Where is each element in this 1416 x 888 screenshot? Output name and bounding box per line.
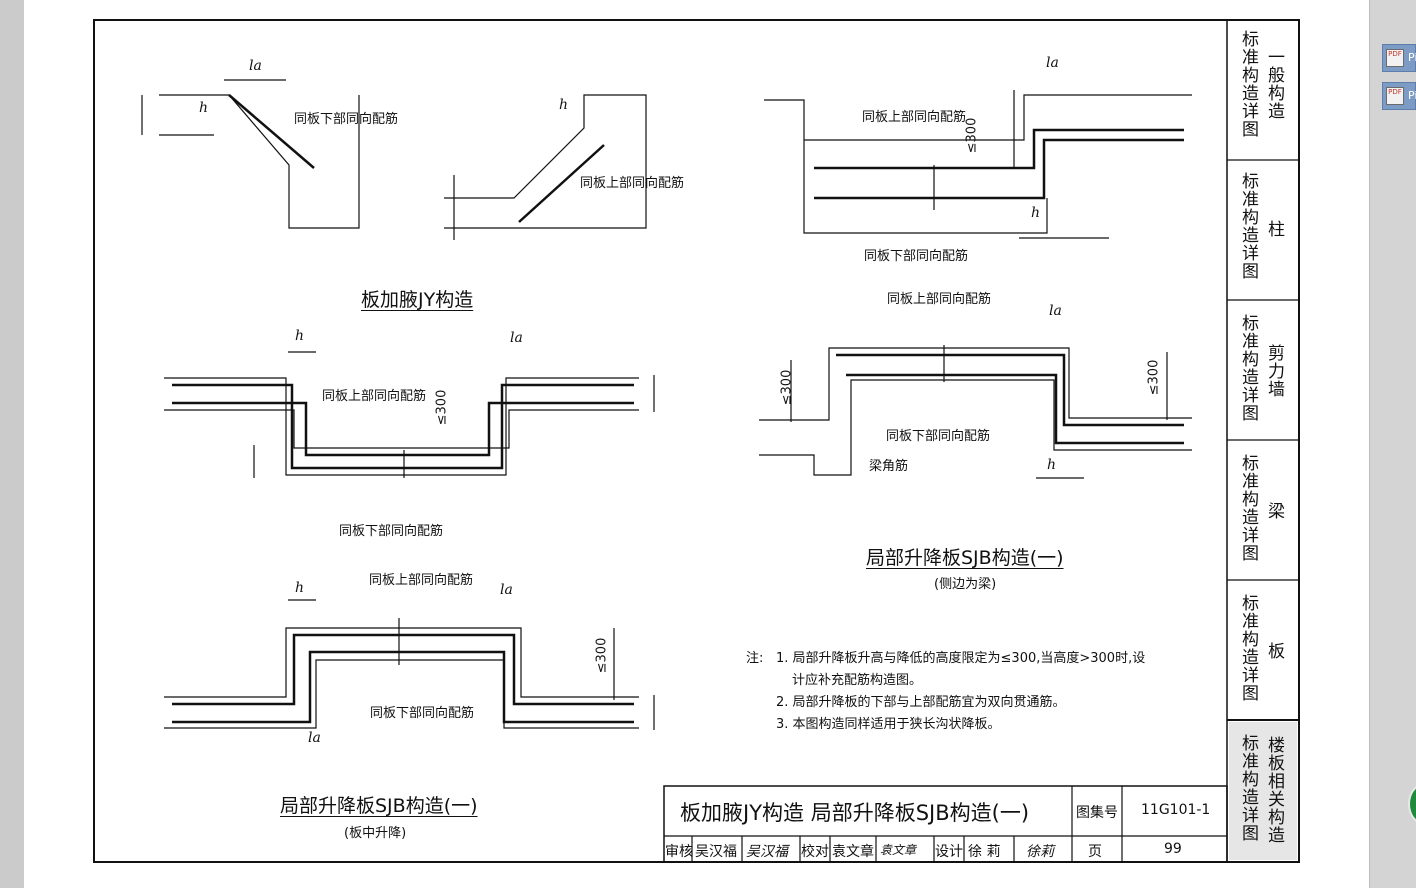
side-tab-general-b: 一般构造 [1264,48,1284,120]
checker-name: 袁文章 [832,844,874,860]
document-page: 同板下部同向配筋 同板上部同向配筋 h la h 板加腋JY构造 同板上部同向配… [24,0,1369,888]
label-beam-corner-bar: 梁角筋 [869,459,909,474]
pdf-file-icon: PDF [1386,87,1404,105]
reviewer-signature: 吴汉福 [746,844,788,860]
side-tab-shearwall-a: 标准构造详图 [1238,314,1258,422]
caption-haunch: 板加腋JY构造 [361,289,474,311]
limit-300: ≤300 [594,637,610,674]
label-rise-top-bar: 同板上部同向配筋 [369,573,474,588]
symbol-h: h [295,580,305,596]
symbol-h: h [1031,205,1041,221]
label-rise-bottom-bar: 同板下部同向配筋 [370,706,475,721]
page-number: 99 [1164,841,1182,857]
review-label: 审核 [665,844,693,860]
symbol-h: h [295,328,305,344]
side-tab-beam-b: 梁 [1264,502,1284,520]
symbol-la: la [1046,55,1059,71]
label-drop-top-bar: 同板上部同向配筋 [862,110,967,125]
label-drop-bottom-bar: 同板下部同向配筋 [864,249,969,264]
symbol-la: la [308,730,321,746]
rail-item-label: Pi [1408,89,1416,102]
drawing-linework [93,19,1300,863]
limit-300: ≤300 [434,389,450,426]
note-1-cont: 计应补充配筋构造图。 [792,673,923,688]
rail-item-label: Pi [1408,51,1416,64]
limit-300: ≤300 [964,117,980,154]
symbol-h: h [1047,457,1057,473]
notes-prefix: 注: [746,651,764,666]
symbol-h: h [559,97,569,113]
rail-item-2[interactable]: PDF Pi [1382,82,1416,110]
limit-300: ≤300 [779,369,795,406]
atlas-number: 11G101-1 [1141,802,1211,818]
label-haunch-bottom-bar: 同板下部同向配筋 [294,112,399,127]
check-label: 校对 [801,844,829,860]
label-beam-bottom-bar: 同板下部同向配筋 [886,429,991,444]
symbol-la: la [500,582,513,598]
label-dip-top-bar: 同板上部同向配筋 [322,389,427,404]
symbol-la: la [249,58,262,74]
note-1: 1. 局部升降板升高与降低的高度限定为≤300,当高度>300时,设 [776,651,1146,666]
side-tab-column-a: 标准构造详图 [1238,172,1258,280]
caption-sjb-beam: 局部升降板SJB构造(一) [866,547,1064,569]
note-2: 2. 局部升降板的下部与上部配筋宜为双向贯通筋。 [776,695,1066,710]
pdf-file-icon: PDF [1386,49,1404,67]
side-tab-column-b: 柱 [1264,220,1284,238]
label-dip-bottom-bar: 同板下部同向配筋 [339,524,444,539]
checker-signature: 袁文章 [880,843,917,857]
side-tab-shearwall-b: 剪力墙 [1264,344,1284,398]
limit-300: ≤300 [1146,359,1162,396]
note-3: 3. 本图构造同样适用于狭长沟状降板。 [776,717,1001,732]
atlas-label: 图集号 [1076,805,1118,821]
side-tab-floor-a: 标准构造详图 [1238,734,1258,842]
side-tab-floor-b: 楼板相关构造 [1264,736,1284,844]
side-tab-slab-b: 板 [1264,642,1284,660]
side-tab-general-a: 标准构造详图 [1238,30,1258,138]
caption-sjb-beam-sub: (侧边为梁) [934,577,997,592]
thumbnail-rail: PDF Pi PDF Pi [1369,0,1416,888]
side-tab-beam-a: 标准构造详图 [1238,454,1258,562]
label-beam-top-bar: 同板上部同向配筋 [887,292,992,307]
title-block-title: 板加腋JY构造 局部升降板SJB构造(一) [680,801,1030,825]
designer-name: 徐 莉 [968,844,1001,860]
symbol-h: h [199,100,209,116]
rail-item-1[interactable]: PDF Pi [1382,44,1416,72]
symbol-la: la [1049,303,1062,319]
designer-signature: 徐莉 [1026,844,1054,860]
reviewer-name: 吴汉福 [695,844,737,860]
label-haunch-top-bar: 同板上部同向配筋 [580,176,685,191]
symbol-la: la [510,330,523,346]
caption-sjb-slab-sub: (板中升降) [344,826,407,841]
side-tab-slab-a: 标准构造详图 [1238,594,1258,702]
caption-sjb-slab: 局部升降板SJB构造(一) [280,795,478,817]
design-label: 设计 [935,844,963,860]
page-label: 页 [1088,844,1102,860]
